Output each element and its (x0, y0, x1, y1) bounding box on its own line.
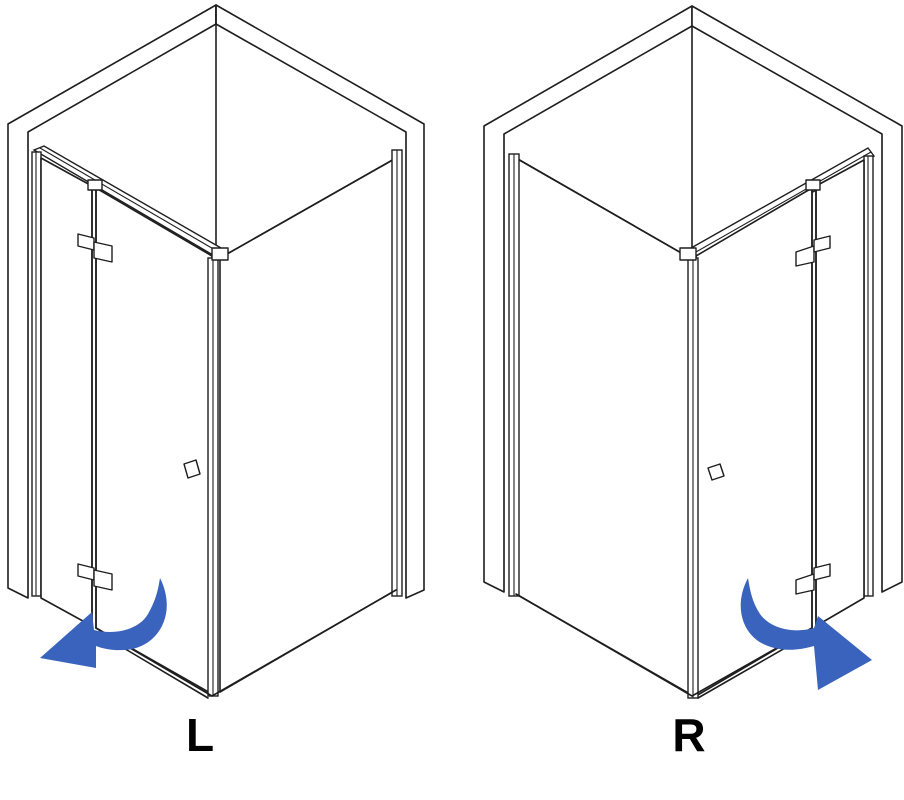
left-fixed-side-panel (219, 157, 397, 693)
right-hinge-bottom (795, 563, 831, 595)
left-fixed-front-panel (40, 157, 93, 627)
left-hinge-bottom (77, 563, 113, 591)
enclosure-right (483, 5, 903, 699)
left-rail-connector (87, 179, 103, 191)
right-fixed-side-panel (515, 157, 691, 695)
right-rail-connector (805, 179, 821, 191)
left-variant-label: L (185, 709, 215, 761)
left-hinge-top (77, 233, 113, 263)
right-fixed-front-panel (815, 159, 865, 627)
right-opening-arrow (740, 578, 872, 690)
left-rail-end-cap (211, 247, 229, 261)
right-variant-label: R (672, 709, 706, 761)
left-door-handle (183, 459, 201, 479)
right-rail-end-cap (679, 247, 697, 261)
right-hinge-top (795, 235, 831, 267)
right-door-handle (707, 463, 725, 481)
enclosure-left (7, 4, 425, 699)
left-opening-arrow (40, 578, 167, 668)
